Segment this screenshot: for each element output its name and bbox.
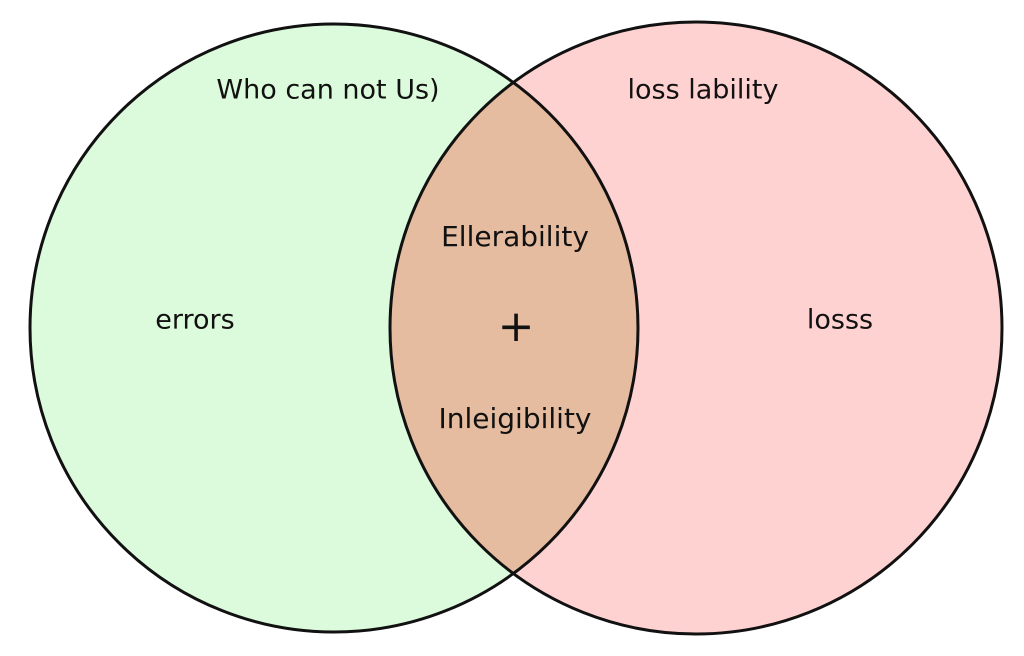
right-set-title: loss lability [628,75,779,106]
intersection-top-label: Ellerability [441,220,589,253]
left-set-content: errors [155,305,234,336]
right-set-content: losss [807,305,873,336]
plus-symbol: + [498,301,535,352]
left-set-outline [28,22,640,634]
left-set-title: Who can not Us) [216,75,439,106]
right-set-outline [388,20,1004,636]
intersection-region [390,24,638,632]
intersection-bottom-label: Inleigibility [438,402,591,435]
